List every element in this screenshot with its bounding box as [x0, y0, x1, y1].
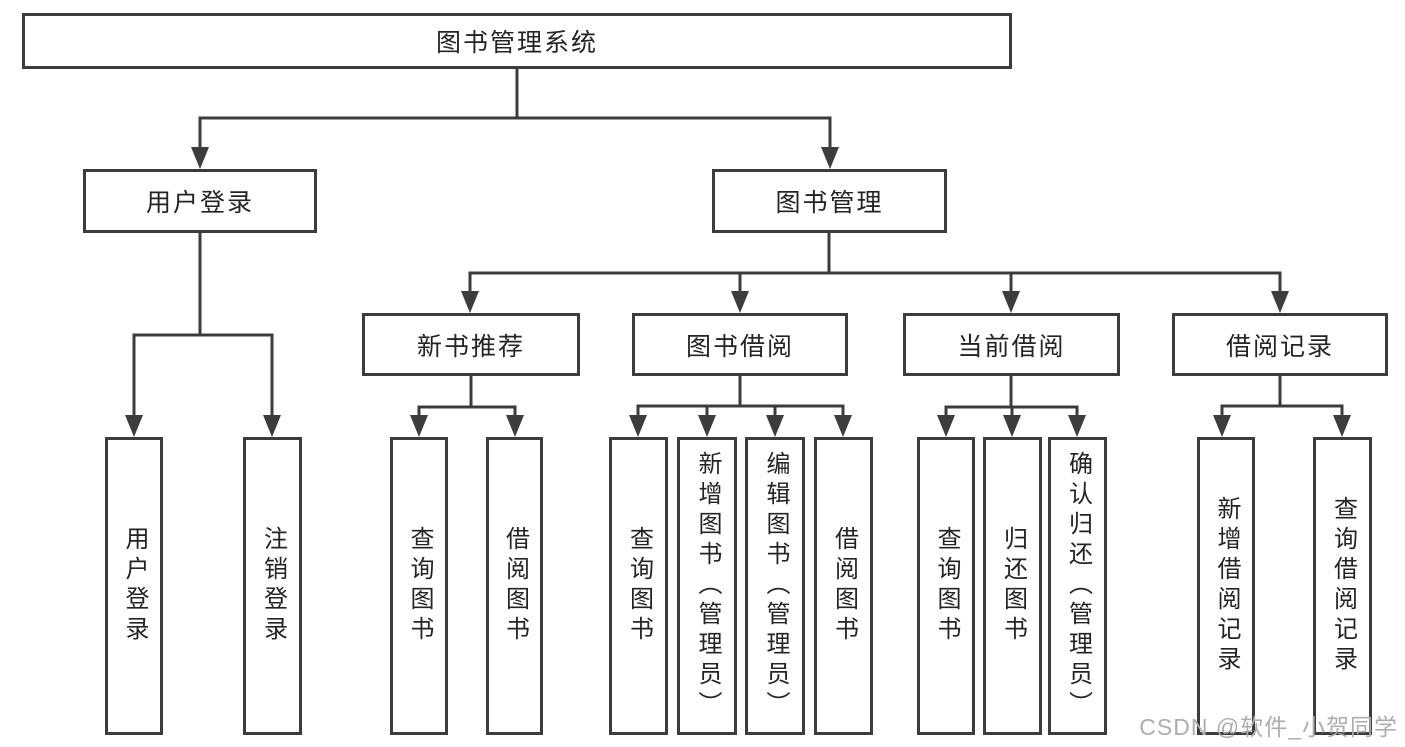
node-leaf-query-book-recommend: 查询图书 [390, 437, 448, 735]
connector-book-management [468, 233, 1282, 294]
node-book-management: 图书管理 [712, 169, 947, 233]
node-borrow-records-label: 借阅记录 [1225, 332, 1334, 361]
arrowheads [125, 147, 1351, 437]
node-user-login-label: 用户登录 [145, 189, 254, 217]
connector-root [198, 69, 832, 150]
node-new-book-recommend: 新书推荐 [362, 313, 580, 376]
node-book-management-label: 图书管理 [775, 189, 884, 217]
connector-book-borrow [636, 376, 845, 420]
node-leaf-borrow-book-recommend: 借阅图书 [486, 437, 543, 735]
node-book-borrow-label: 图书借阅 [685, 332, 794, 361]
node-leaf-logout: 注销登录 [243, 437, 302, 735]
node-leaf-add-borrow-record-label: 新增借阅记录 [1213, 496, 1240, 676]
node-leaf-query-borrow-record-label: 查询借阅记录 [1329, 496, 1357, 676]
node-leaf-add-book-admin: 新增图书（管理员） [677, 437, 737, 735]
node-root-label: 图书管理系统 [435, 29, 598, 57]
node-borrow-records: 借阅记录 [1172, 313, 1388, 376]
node-leaf-add-borrow-record: 新增借阅记录 [1197, 437, 1255, 735]
watermark: CSDN @软件_小贺同学 [1139, 714, 1398, 740]
node-leaf-return-book: 归还图书 [983, 437, 1042, 735]
node-leaf-borrow-book-recommend-label: 借阅图书 [501, 526, 529, 646]
connector-borrow-records [1220, 374, 1344, 420]
node-leaf-query-book-borrow-label: 查询图书 [625, 526, 653, 646]
node-new-book-recommend-label: 新书推荐 [416, 332, 525, 361]
node-leaf-confirm-return-admin-label: 确认归还（管理员） [1064, 451, 1092, 721]
node-leaf-user-login: 用户登录 [105, 437, 163, 735]
node-leaf-user-login-label: 用户登录 [121, 526, 148, 646]
node-leaf-borrow-book: 借阅图书 [814, 437, 873, 735]
node-current-borrow-label: 当前借阅 [957, 332, 1066, 361]
node-leaf-logout-label: 注销登录 [259, 526, 287, 646]
node-leaf-query-book-borrow: 查询图书 [609, 437, 668, 735]
node-leaf-query-book-current-label: 查询图书 [933, 526, 960, 646]
node-leaf-query-book-current: 查询图书 [917, 437, 975, 735]
node-leaf-confirm-return-admin: 确认归还（管理员） [1048, 437, 1107, 735]
node-leaf-add-book-admin-label: 新增图书（管理员） [694, 451, 721, 721]
connector-current-borrow [944, 376, 1079, 420]
node-current-borrow: 当前借阅 [903, 313, 1120, 376]
node-leaf-return-book-label: 归还图书 [999, 526, 1027, 646]
node-book-borrow: 图书借阅 [632, 313, 848, 376]
node-leaf-edit-book-admin: 编辑图书（管理员） [745, 437, 805, 735]
node-leaf-query-book-recommend-label: 查询图书 [406, 526, 433, 646]
node-user-login: 用户登录 [83, 169, 317, 233]
node-leaf-edit-book-admin-label: 编辑图书（管理员） [762, 451, 789, 721]
node-root: 图书管理系统 [22, 13, 1012, 69]
node-leaf-query-borrow-record: 查询借阅记录 [1313, 437, 1372, 735]
connector-user-login [132, 232, 274, 419]
node-leaf-borrow-book-label: 借阅图书 [830, 526, 858, 646]
connector-new-book [417, 376, 517, 420]
